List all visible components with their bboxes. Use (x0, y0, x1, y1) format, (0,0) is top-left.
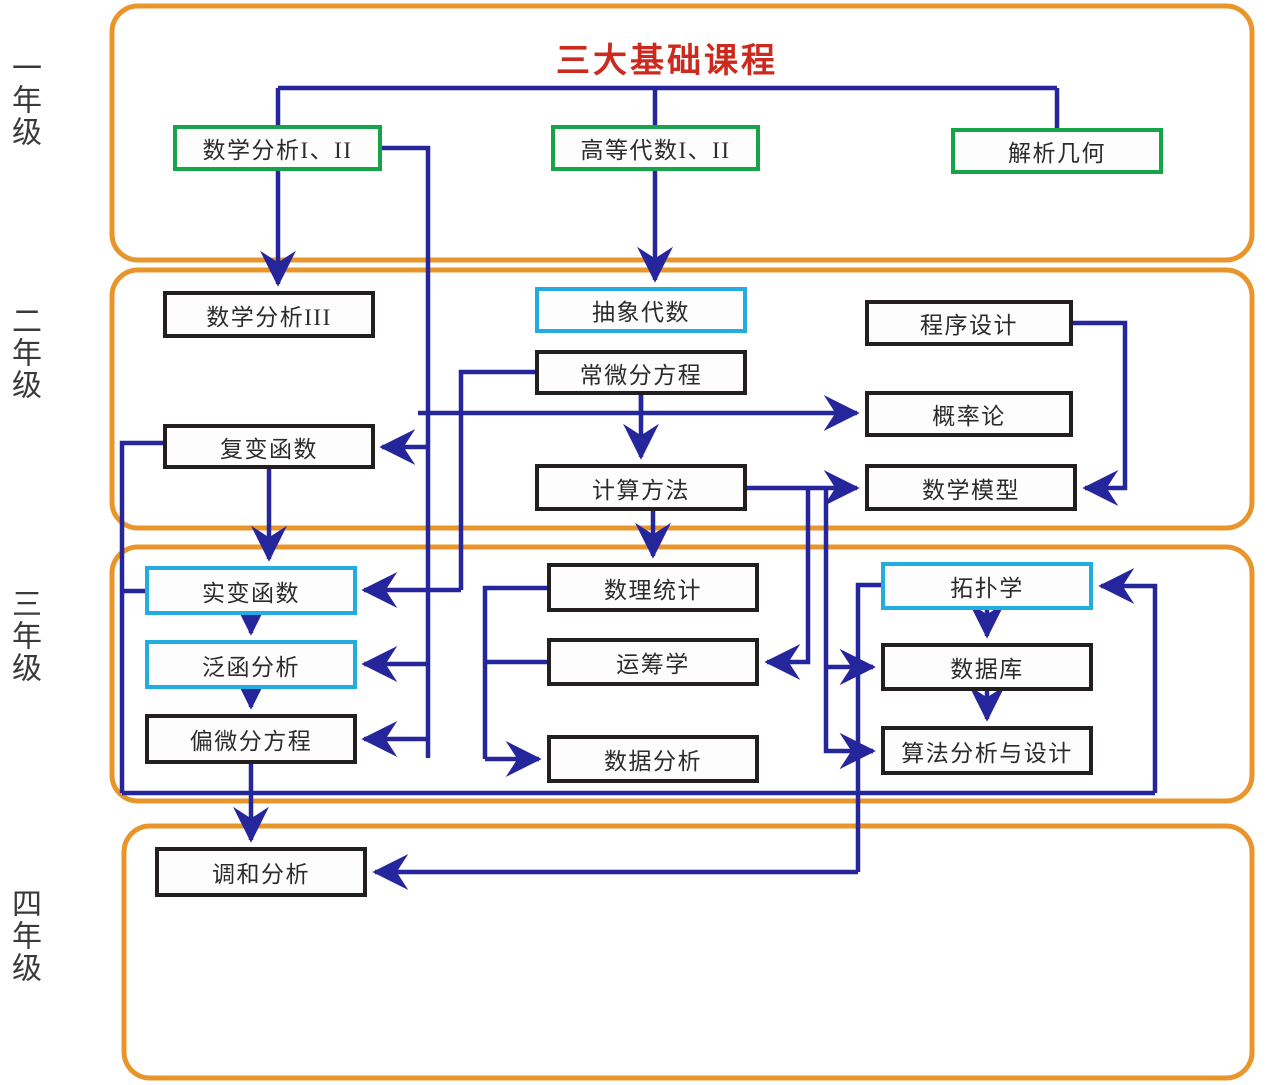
edge-calc-riser-3 (823, 667, 876, 769)
node-chouxiang-daishu[interactable]: 抽象代数 (535, 287, 747, 333)
year-label-1: 一年级 (7, 52, 40, 148)
year-frames (109, 3, 1255, 1081)
node-chengxu-sheji[interactable]: 程序设计 (865, 300, 1073, 346)
frame-year-3 (109, 544, 1255, 804)
node-jiexi-jihe[interactable]: 解析几何 (951, 128, 1163, 174)
page-title: 三大基础课程 (556, 43, 778, 80)
edge-shuli-left (482, 585, 547, 759)
edge-math-trunk (382, 145, 431, 758)
year-label-2: 二年级 (7, 305, 40, 401)
node-shuju-fenxi[interactable]: 数据分析 (547, 735, 759, 783)
edge-ode-left (458, 369, 535, 590)
frame-year-2 (109, 267, 1255, 531)
node-shibian-hanshu[interactable]: 实变函数 (145, 566, 357, 615)
node-shuli-tongji[interactable]: 数理统计 (547, 563, 759, 612)
node-gailvlun[interactable]: 概率论 (865, 391, 1073, 437)
node-tuopu-xue[interactable]: 拓扑学 (881, 562, 1093, 610)
node-fanhan-fenxi[interactable]: 泛函分析 (145, 640, 357, 689)
edge-bus-to-tuopu (1098, 568, 1158, 793)
year-label-3: 三年级 (7, 588, 40, 684)
node-fubian-hanshu[interactable]: 复变函数 (163, 424, 375, 469)
node-gaodeng-daishu-1-2[interactable]: 高等代数I、II (551, 125, 760, 171)
node-shujuku[interactable]: 数据库 (881, 643, 1093, 691)
edge-fubian-left (119, 440, 163, 793)
edge-ode-to-gailvlun (638, 395, 860, 431)
edge-chengxu-to-moxing (1073, 320, 1128, 506)
node-yunchou-xue[interactable]: 运筹学 (547, 638, 759, 686)
edges (119, 85, 1158, 890)
frame-year-4 (121, 823, 1255, 1081)
node-suanfa-fenxi-sheji[interactable]: 算法分析与设计 (881, 726, 1093, 775)
node-tiaohe-fenxi[interactable]: 调和分析 (155, 847, 367, 897)
node-shuxue-fenxi-1-2[interactable]: 数学分析I、II (173, 125, 382, 171)
node-chang-weifen-fangcheng[interactable]: 常微分方程 (535, 350, 747, 395)
node-pianweifen-fangcheng[interactable]: 偏微分方程 (145, 714, 357, 764)
edge-jisuan-to-yunchou (764, 488, 811, 680)
node-shuxue-moxing[interactable]: 数学模型 (865, 464, 1077, 511)
node-jisuan-fangfa[interactable]: 计算方法 (535, 464, 747, 511)
node-shuxue-fenxi-3[interactable]: 数学分析III (163, 291, 375, 338)
year-label-4: 四年级 (7, 888, 40, 984)
edge-tuopu-left-riser (855, 582, 881, 872)
frame-year-1 (109, 3, 1255, 263)
